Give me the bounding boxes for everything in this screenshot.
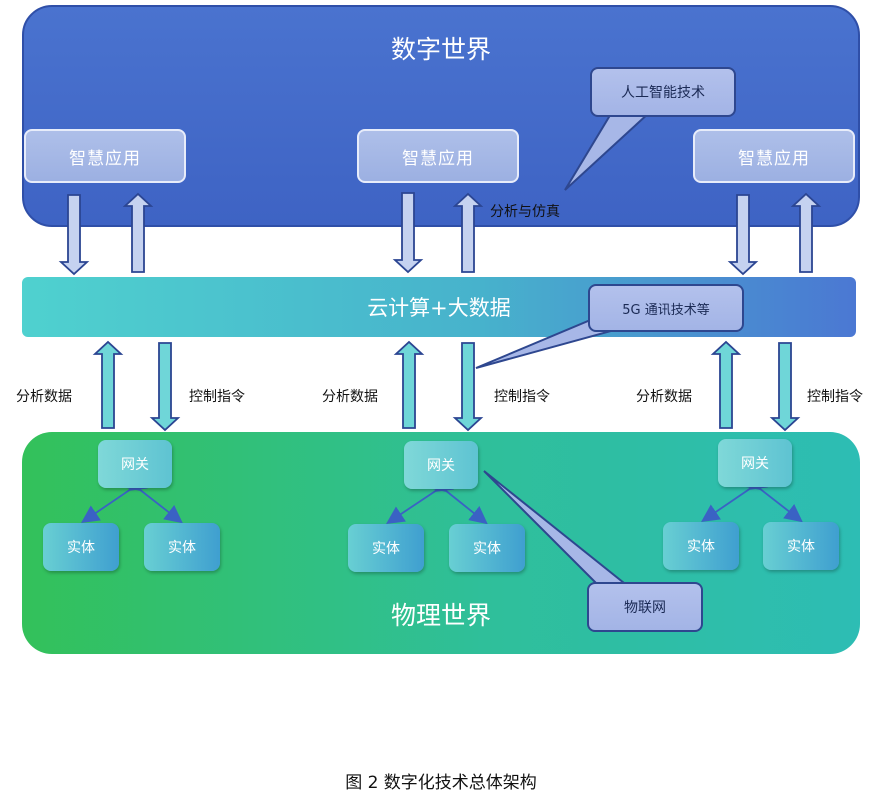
control-command-label-left: 控制指令: [189, 389, 245, 405]
cloud-physical-arrows-middle: [393, 340, 484, 432]
gateway-node-1: 网关: [98, 440, 172, 488]
entity-node-1: 实体: [43, 523, 119, 571]
iot-callout: 物联网: [587, 582, 703, 632]
up-arrow-analysis: [92, 340, 124, 429]
analysis-data-label-middle: 分析数据: [322, 389, 378, 405]
up-arrow: [790, 192, 822, 273]
entity-node-4: 实体: [449, 524, 525, 572]
app-cloud-arrows-right: [727, 192, 822, 276]
down-arrow: [58, 194, 90, 276]
down-arrow-control: [769, 342, 801, 432]
app-cloud-arrows-left: [58, 192, 154, 276]
comm-tech-callout: 5G 通讯技术等: [588, 284, 744, 332]
analysis-data-label-left: 分析数据: [16, 389, 72, 405]
up-arrow: [122, 192, 154, 273]
digital-world-title: 数字世界: [390, 35, 491, 64]
gateway-node-3: 网关: [718, 439, 792, 487]
gw1-ent2-link: [122, 473, 183, 524]
down-arrow: [727, 194, 759, 276]
entity-node-6: 实体: [763, 522, 839, 570]
gw3-ent5-link: [701, 472, 768, 523]
gw2-ent4-link: [428, 473, 488, 525]
ai-callout-tail: [564, 111, 653, 191]
down-arrow-control: [149, 342, 181, 432]
control-command-label-right: 控制指令: [807, 389, 863, 405]
control-command-label-middle: 控制指令: [494, 389, 550, 405]
gateway-node-2: 网关: [404, 441, 478, 489]
down-arrow-control: [452, 342, 484, 432]
smart-app-box-1: 智慧应用: [24, 129, 186, 183]
up-arrow-analysis: [710, 340, 742, 429]
cloud-bigdata-label: 云计算+大数据: [367, 296, 511, 320]
entity-node-5: 实体: [663, 522, 739, 570]
gw2-ent3-link: [386, 474, 454, 524]
entity-node-3: 实体: [348, 524, 424, 572]
smart-app-box-2: 智慧应用: [357, 129, 519, 183]
cloud-physical-arrows-left: [92, 340, 181, 432]
app-cloud-arrows-middle: [392, 192, 484, 274]
up-arrow-analysis: [393, 340, 425, 429]
analysis-simulation-label: 分析与仿真: [490, 204, 560, 220]
analysis-data-label-right: 分析数据: [636, 389, 692, 405]
smart-app-box-3: 智慧应用: [693, 129, 855, 183]
gw1-ent1-link: [81, 473, 148, 524]
gw3-ent6-link: [742, 472, 803, 523]
up-arrow: [452, 192, 484, 273]
ai-tech-callout: 人工智能技术: [590, 67, 736, 117]
down-arrow: [392, 192, 424, 274]
figure-caption: 图 2 数字化技术总体架构: [345, 773, 537, 793]
cloud-physical-arrows-right: [710, 340, 801, 432]
entity-node-2: 实体: [144, 523, 220, 571]
physical-world-title: 物理世界: [390, 601, 491, 630]
